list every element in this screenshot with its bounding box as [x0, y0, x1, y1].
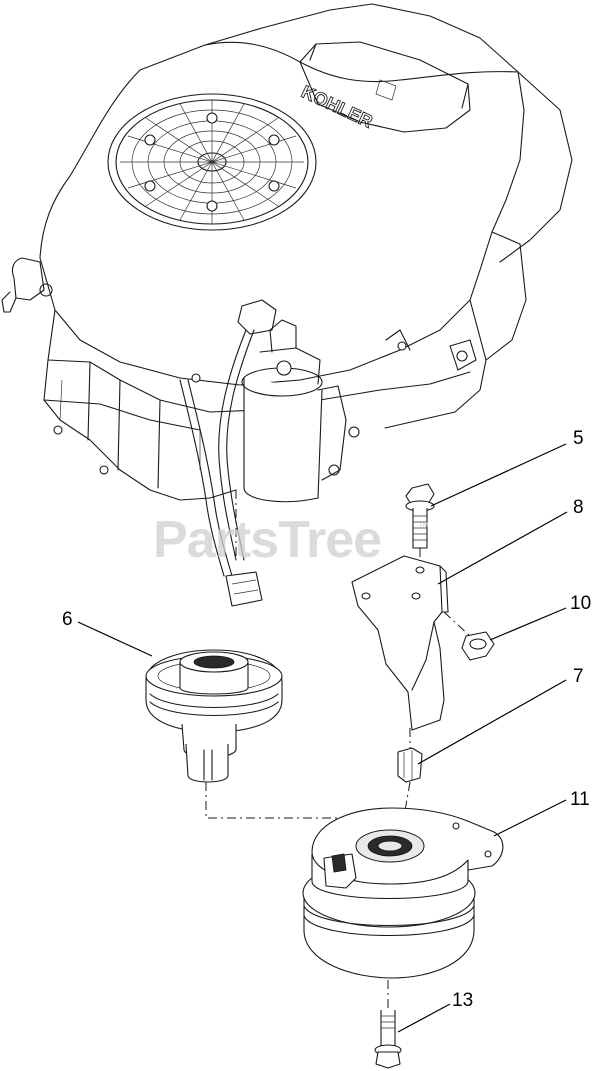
svg-text:8: 8	[573, 497, 584, 518]
callout-13: 13	[397, 990, 473, 1033]
part-bolt-5	[405, 483, 435, 568]
engine-brand-logo: KOHLER	[298, 81, 375, 131]
svg-text:13: 13	[452, 990, 473, 1011]
callout-11: 11	[493, 789, 590, 837]
svg-text:10: 10	[570, 593, 591, 614]
callout-7: 7	[417, 666, 584, 765]
starter-motor	[241, 319, 347, 503]
watermark: PartsTree	[153, 511, 381, 569]
svg-text:11: 11	[570, 789, 590, 810]
callout-10: 10	[489, 593, 591, 641]
svg-text:7: 7	[573, 666, 584, 687]
part-nut-10	[443, 611, 495, 661]
part-bracket-8	[351, 555, 449, 748]
part-pulley-6	[145, 649, 403, 831]
flywheel-screen	[107, 93, 317, 231]
watermark-trademark: ™	[418, 521, 429, 533]
part-clutch-11	[302, 807, 504, 1010]
svg-text:5: 5	[573, 428, 584, 449]
svg-text:6: 6	[62, 609, 73, 630]
engine-assembly: KOHLER	[1, 3, 573, 607]
callout-8: 8	[437, 497, 584, 585]
callout-5: 5	[430, 428, 584, 507]
callout-6: 6	[62, 609, 153, 657]
part-bolt-13	[374, 1010, 402, 1069]
